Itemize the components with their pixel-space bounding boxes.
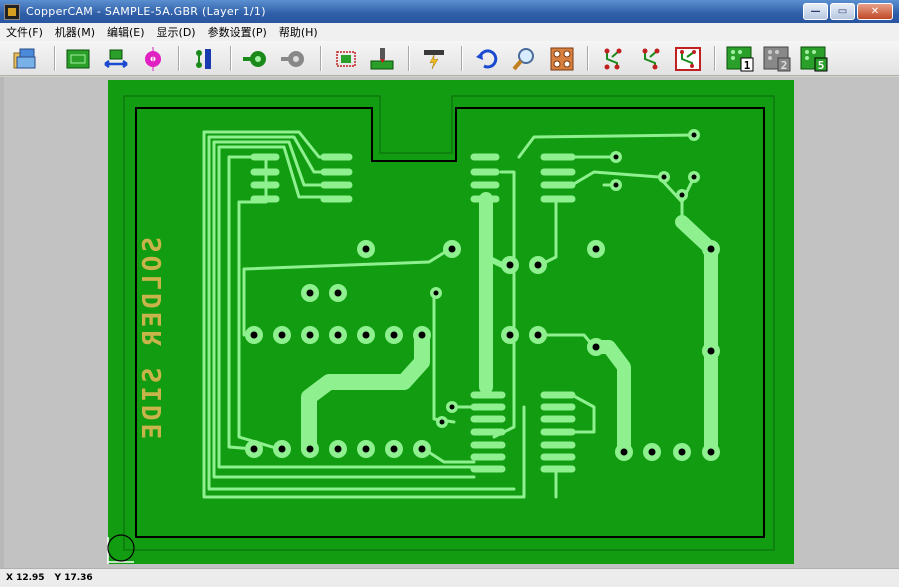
toolbar-separator — [178, 46, 180, 71]
board-outline — [135, 107, 765, 538]
contour-icon[interactable] — [332, 45, 360, 72]
pad-shape-icon[interactable] — [280, 45, 308, 72]
toolbar: 1 2 5 — [0, 41, 899, 76]
toolbar-separator — [54, 46, 56, 71]
board-outline-outer — [123, 95, 775, 551]
menu-machine[interactable]: 机器(M) — [54, 26, 95, 39]
toolbar-separator — [461, 46, 463, 71]
close-button[interactable]: ✕ — [857, 3, 893, 20]
menu-parameters[interactable]: 参数设置(P) — [207, 26, 267, 39]
status-x-coord: X 12.95 — [6, 573, 45, 583]
mill-cutter-icon[interactable] — [368, 45, 396, 72]
maximize-button[interactable]: ▭ — [830, 3, 855, 20]
traces-select-icon[interactable] — [599, 45, 627, 72]
pcb-view-area[interactable]: SOLDER SIDE — [0, 77, 899, 568]
status-y-coord: Y 17.36 — [54, 573, 93, 583]
menu-bar: 文件(F) 机器(M) 编辑(E) 显示(D) 参数设置(P) 帮助(H) — [0, 23, 899, 41]
layer-5-icon[interactable]: 5 — [800, 45, 828, 72]
toolbar-separator — [230, 46, 232, 71]
mirror-swap-icon[interactable] — [102, 45, 130, 72]
minimize-button[interactable]: — — [803, 3, 828, 20]
pad-round-icon[interactable] — [242, 45, 270, 72]
traces-red-icon[interactable] — [674, 45, 702, 72]
layer-2-badge: 2 — [781, 59, 788, 72]
menu-display[interactable]: 显示(D) — [156, 26, 196, 39]
coppercam-app-icon[interactable] — [4, 3, 20, 20]
toolbar-separator — [408, 46, 410, 71]
title-bar: CopperCAM - SAMPLE-5A.GBR (Layer 1/1) — … — [0, 0, 899, 23]
traces-add-icon[interactable] — [637, 45, 665, 72]
menu-help[interactable]: 帮助(H) — [278, 26, 318, 39]
layer-1-badge: 1 — [744, 59, 751, 72]
toolbar-separator — [714, 46, 716, 71]
pads-grid-icon[interactable] — [548, 45, 576, 72]
drill-spark-icon[interactable] — [420, 45, 448, 72]
menu-edit[interactable]: 编辑(E) — [107, 26, 145, 39]
drill-hole-icon[interactable] — [139, 45, 167, 72]
board-dimensions-icon[interactable] — [64, 45, 92, 72]
open-file-icon[interactable] — [11, 45, 39, 72]
window-title: CopperCAM - SAMPLE-5A.GBR (Layer 1/1) — [26, 5, 266, 18]
zoom-icon[interactable] — [510, 45, 538, 72]
pcb-board-canvas[interactable]: SOLDER SIDE — [4, 77, 899, 568]
layer-5-badge: 5 — [818, 59, 825, 72]
toolbar-separator — [587, 46, 589, 71]
track-join-icon[interactable] — [190, 45, 218, 72]
drill-holes — [250, 132, 715, 456]
undo-icon[interactable] — [473, 45, 501, 72]
silkscreen-text: SOLDER SIDE — [138, 237, 168, 442]
status-bar: X 12.95 Y 17.36 — [0, 568, 899, 587]
toolbar-separator — [320, 46, 322, 71]
layer-1-icon[interactable]: 1 — [726, 45, 754, 72]
menu-file[interactable]: 文件(F) — [6, 26, 43, 39]
origin-marker — [107, 534, 135, 564]
layer-2-icon[interactable]: 2 — [763, 45, 791, 72]
